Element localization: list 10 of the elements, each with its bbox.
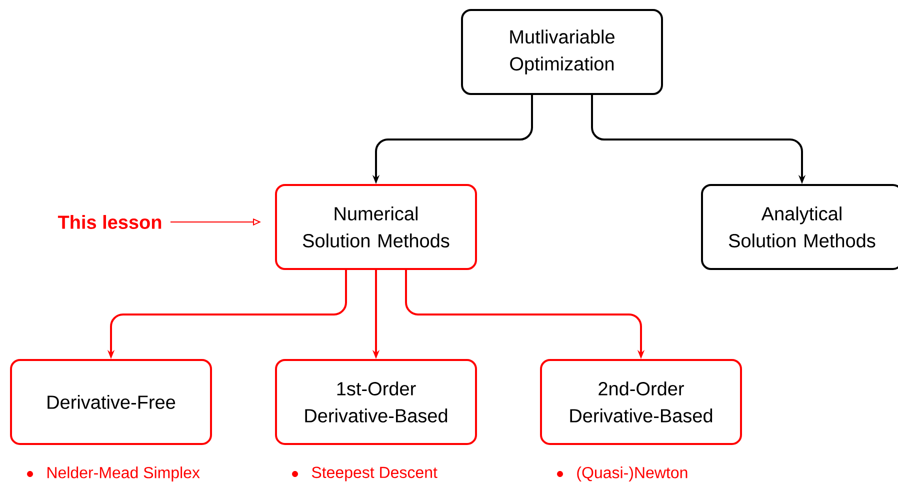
process-box: Mutlivariable Optimization <box>461 9 663 95</box>
process-box: Derivative-Free <box>10 359 212 445</box>
list-item: (Quasi-)Newton <box>577 466 688 482</box>
process-box: 2nd-Order Derivative-Based <box>540 359 742 445</box>
process-box: Numerical Solution Methods <box>275 184 477 270</box>
list-item: Nelder-Mead Simplex <box>48 466 200 482</box>
process-box: 1st-Order Derivative-Based <box>275 359 477 445</box>
callout-text: This lesson <box>58 215 162 229</box>
list-item: Steepest Descent <box>312 466 438 482</box>
process-box: Analytical Solution Methods <box>701 184 898 270</box>
